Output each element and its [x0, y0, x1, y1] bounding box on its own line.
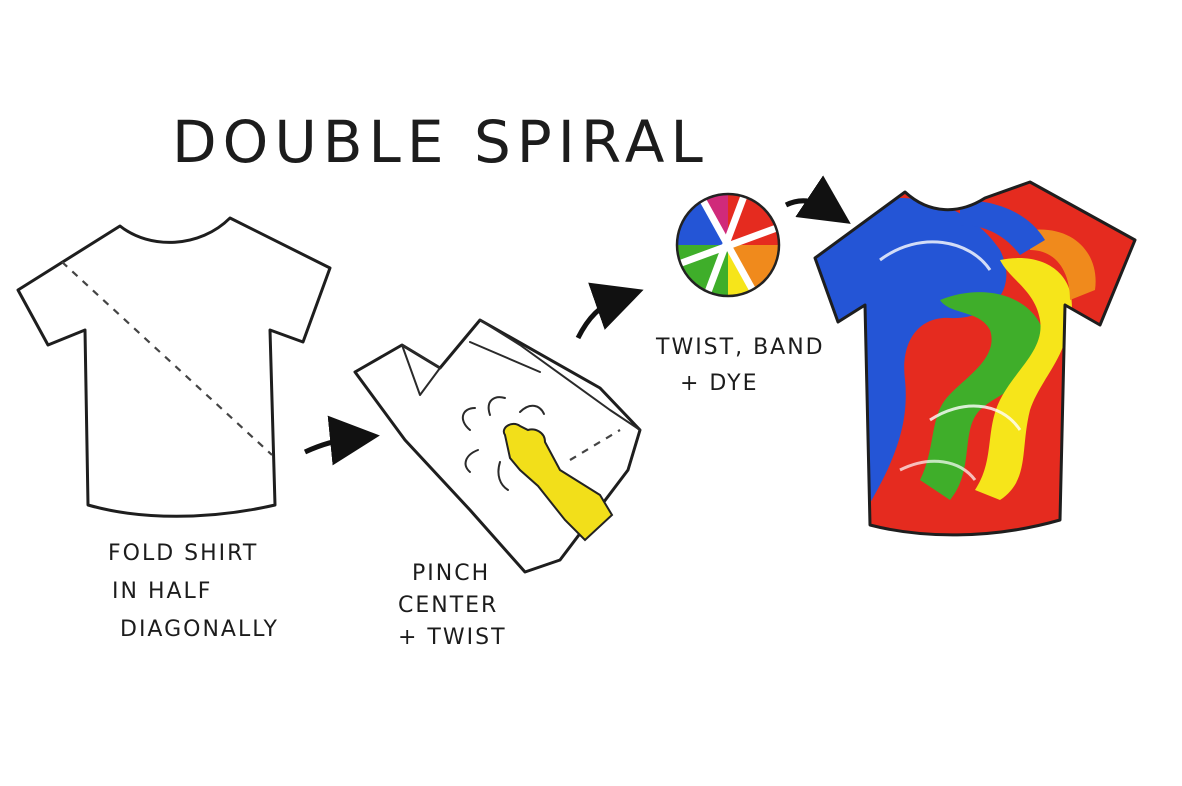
arrow-icon: [784, 175, 851, 224]
arrow-icon: [575, 282, 644, 340]
arrow-icon: [303, 415, 380, 466]
caption-line: + DYE: [680, 371, 759, 396]
caption-line: PINCH: [412, 561, 490, 586]
caption-line: + TWIST: [398, 625, 507, 650]
glove-icon: [502, 422, 614, 542]
step-3-caption: TWIST, BAND + DYE: [655, 335, 825, 396]
caption-line: FOLD SHIRT: [108, 541, 258, 566]
diagonal-fold-line: [61, 261, 273, 456]
caption-line: DIAGONALLY: [120, 617, 279, 642]
caption-line: TWIST, BAND: [655, 335, 825, 360]
caption-line: IN HALF: [112, 579, 212, 604]
step-2-caption: PINCH CENTER + TWIST: [398, 561, 507, 650]
tie-dye-shirt-illustration: [813, 180, 1137, 537]
dyed-ball-illustration: [675, 192, 781, 298]
folded-shirt-illustration: [353, 318, 642, 574]
caption-line: CENTER: [398, 593, 498, 618]
diagram-title: DOUBLE SPIRAL: [172, 108, 709, 176]
plain-shirt-illustration: [16, 216, 332, 518]
step-1-caption: FOLD SHIRT IN HALF DIAGONALLY: [108, 541, 279, 642]
